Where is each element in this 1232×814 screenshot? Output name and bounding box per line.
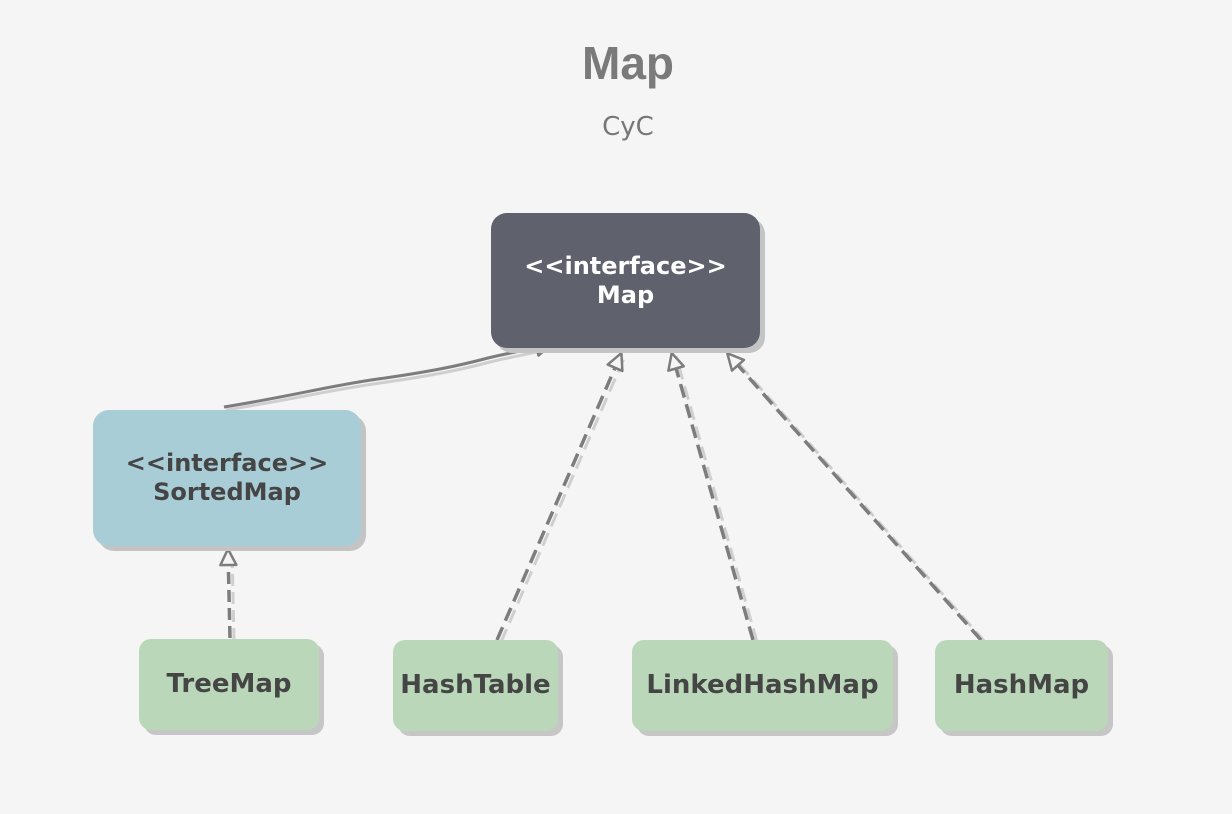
node-sortedmap[interactable]: <<interface>> SortedMap xyxy=(93,410,361,546)
node-hashtable[interactable]: HashTable xyxy=(393,640,558,731)
node-sortedmap-stereotype: <<interface>> xyxy=(125,449,329,478)
node-treemap-name: TreeMap xyxy=(166,668,292,699)
node-sortedmap-name: SortedMap xyxy=(153,478,301,506)
edge-linkedhashmap-to-map xyxy=(667,351,759,643)
node-hashtable-name: HashTable xyxy=(400,669,551,700)
edge-treemap-to-sortedmap xyxy=(219,547,238,641)
node-linkedhashmap[interactable]: LinkedHashMap xyxy=(632,640,893,731)
edge-hashmap-to-map xyxy=(726,352,987,643)
node-linkedhashmap-name: LinkedHashMap xyxy=(646,669,879,700)
node-map[interactable]: <<interface>> Map xyxy=(491,213,760,348)
node-map-name: Map xyxy=(596,280,655,309)
node-hashmap[interactable]: HashMap xyxy=(935,640,1108,731)
edge-hashtable-to-map xyxy=(495,351,627,643)
node-hashmap-name: HashMap xyxy=(953,669,1090,700)
node-map-stereotype: <<interface>> xyxy=(524,251,727,280)
node-treemap[interactable]: TreeMap xyxy=(139,639,319,730)
diagram-title: Map xyxy=(582,37,674,89)
diagram-subtitle: CyC xyxy=(602,112,654,142)
edge-sortedmap-to-map xyxy=(223,338,554,412)
